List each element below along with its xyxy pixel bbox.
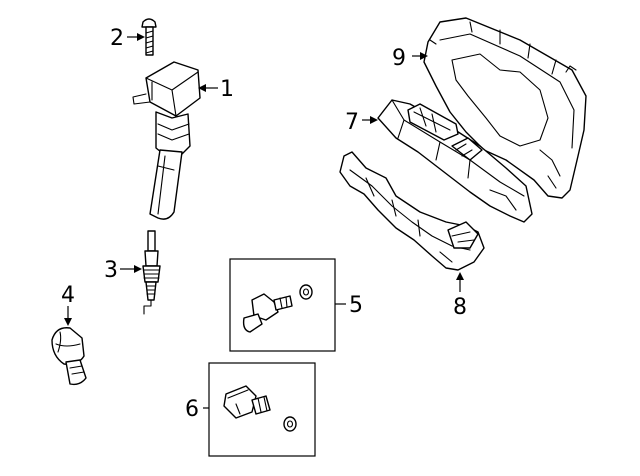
callout-4: 4 <box>61 283 75 308</box>
part-ignition-coil <box>132 61 201 220</box>
part-bolt <box>141 18 157 56</box>
callout-7: 7 <box>345 110 359 135</box>
callout-5: 5 <box>349 293 363 318</box>
callout-9: 9 <box>392 46 406 71</box>
part-camshaft-sensor <box>242 284 313 333</box>
callout-2: 2 <box>110 26 124 51</box>
part-ecm-cover <box>423 17 587 199</box>
part-ecm-module <box>377 99 533 223</box>
part-crankshaft-sensor <box>223 385 297 432</box>
part-spark-plug <box>142 230 161 315</box>
callout-6: 6 <box>185 397 199 422</box>
callout-3: 3 <box>104 258 118 283</box>
callout-box-6 <box>208 362 316 457</box>
part-knock-sensor <box>51 327 87 386</box>
callout-box-5 <box>229 258 336 352</box>
callout-8: 8 <box>453 295 467 320</box>
part-ecm-bracket <box>339 151 485 271</box>
callout-1: 1 <box>220 77 234 102</box>
